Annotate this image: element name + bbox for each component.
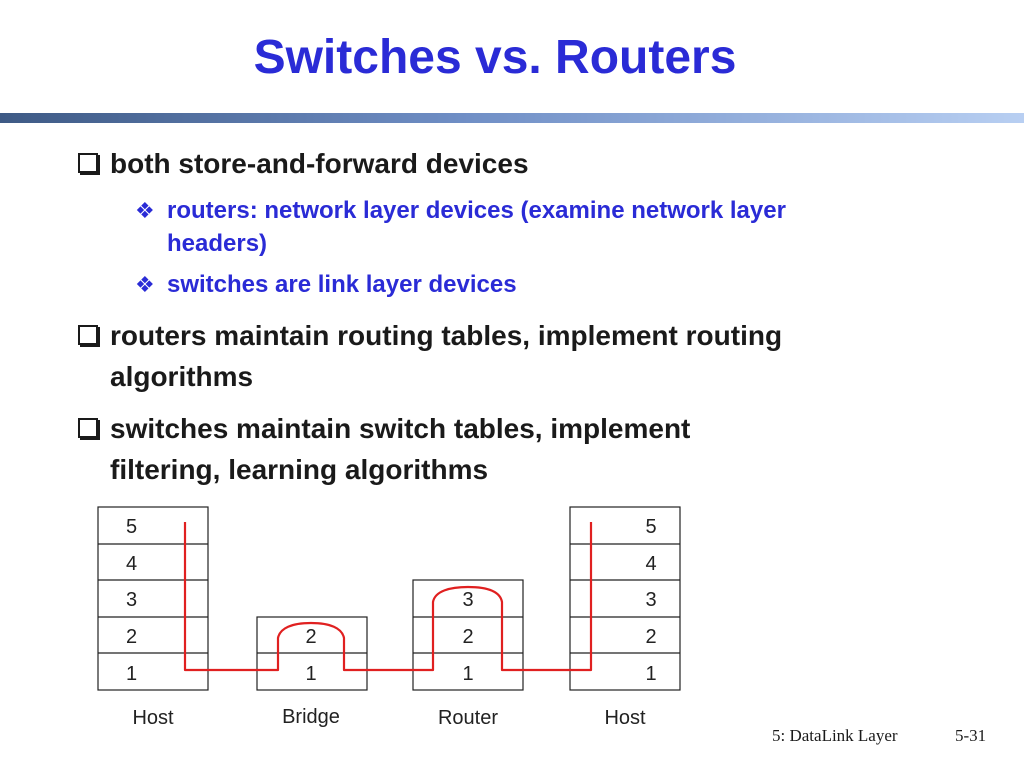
layer-label: 2 bbox=[462, 626, 473, 648]
layer-label: 1 bbox=[645, 663, 656, 685]
layer-label: 4 bbox=[645, 553, 656, 575]
square-bullet-icon bbox=[78, 153, 98, 173]
square-bullet-icon bbox=[78, 325, 98, 345]
bridge-stack: 2 1 Bridge bbox=[256, 616, 368, 728]
layer-label: 1 bbox=[305, 663, 316, 685]
layer-label: 2 bbox=[645, 626, 656, 648]
layer-label: 1 bbox=[126, 663, 137, 685]
sub-bullet-text-line: switches are link layer devices bbox=[167, 271, 517, 298]
sub-bullet-item: ❖ routers: network layer devices (examin… bbox=[135, 194, 786, 260]
router-stack: 3 2 1 Router bbox=[412, 579, 524, 729]
bullet-item: routers maintain routing tables, impleme… bbox=[78, 315, 783, 397]
host-left-stack: 5 4 3 2 1 Host bbox=[97, 506, 209, 729]
bullet-text-line: algorithms bbox=[110, 361, 254, 392]
device-label: Router bbox=[438, 707, 498, 729]
layer-label: 5 bbox=[126, 516, 137, 538]
bullet-list: both store-and-forward devices ❖ routers… bbox=[78, 143, 786, 490]
layer-label: 3 bbox=[126, 589, 137, 611]
diamond-bullet-icon: ❖ bbox=[135, 272, 155, 297]
device-label: Bridge bbox=[282, 706, 340, 728]
layer-label: 3 bbox=[645, 589, 656, 611]
footer-chapter: 5: DataLink Layer bbox=[772, 726, 898, 745]
layer-label: 3 bbox=[462, 589, 473, 611]
diamond-bullet-icon: ❖ bbox=[135, 198, 155, 223]
layer-label: 4 bbox=[126, 553, 137, 575]
square-bullet-icon bbox=[78, 418, 98, 438]
footer-page-number: 5-31 bbox=[955, 726, 987, 745]
data-path-line bbox=[183, 522, 593, 672]
bullet-item: both store-and-forward devices bbox=[78, 143, 529, 184]
bullet-text-line: routers maintain routing tables, impleme… bbox=[110, 320, 783, 351]
layer-label: 1 bbox=[462, 663, 473, 685]
layer-label: 5 bbox=[645, 516, 656, 538]
sub-bullet-text-line: routers: network layer devices (examine … bbox=[167, 197, 786, 224]
device-label: Host bbox=[132, 707, 174, 729]
layer-label: 2 bbox=[305, 626, 316, 648]
bullet-item: switches maintain switch tables, impleme… bbox=[78, 408, 691, 490]
sub-bullet-text-line: headers) bbox=[167, 230, 268, 257]
title-divider bbox=[0, 113, 1024, 123]
host-right-stack: 5 4 3 2 1 Host bbox=[569, 506, 681, 729]
slide-title: Switches vs. Routers bbox=[253, 31, 737, 84]
layer-label: 2 bbox=[126, 626, 137, 648]
device-label: Host bbox=[604, 707, 646, 729]
sub-bullet-item: ❖ switches are link layer devices bbox=[135, 268, 517, 301]
bullet-text-line: switches maintain switch tables, impleme… bbox=[110, 413, 691, 444]
bullet-text-line: both store-and-forward devices bbox=[110, 148, 529, 179]
bullet-text-line: filtering, learning algorithms bbox=[110, 454, 489, 485]
